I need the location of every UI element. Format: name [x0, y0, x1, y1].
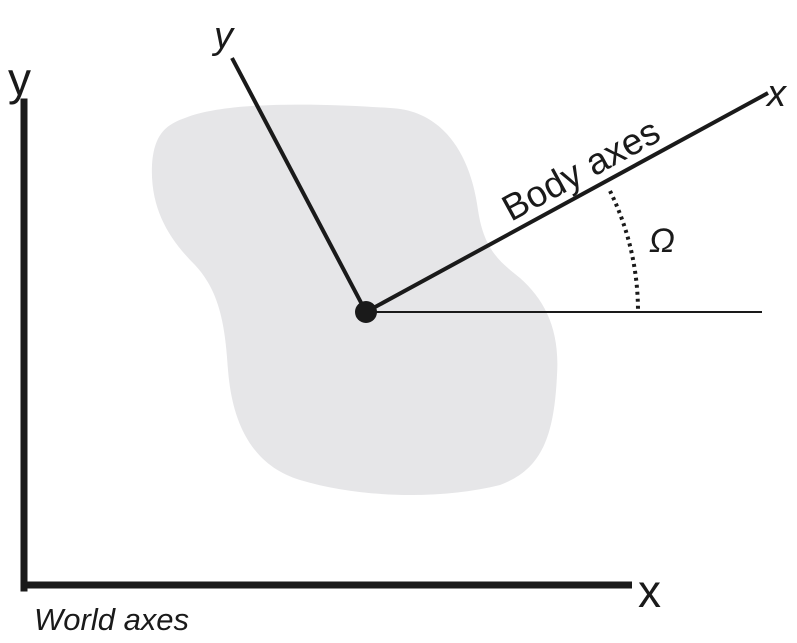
omega-angle-label: Ω	[649, 222, 675, 260]
body-axes-caption: Body axes	[495, 110, 666, 229]
body-x-axis	[365, 91, 769, 314]
body-y-label: y	[211, 15, 235, 57]
world-y-label: y	[8, 53, 31, 105]
world-axes-caption: World axes	[34, 602, 189, 637]
body-shape	[151, 104, 558, 496]
world-x-label: x	[638, 565, 661, 617]
angle-arc	[608, 190, 640, 312]
body-origin-point	[355, 301, 377, 323]
body-y-axis	[230, 57, 368, 313]
body-x-label: x	[765, 73, 788, 115]
